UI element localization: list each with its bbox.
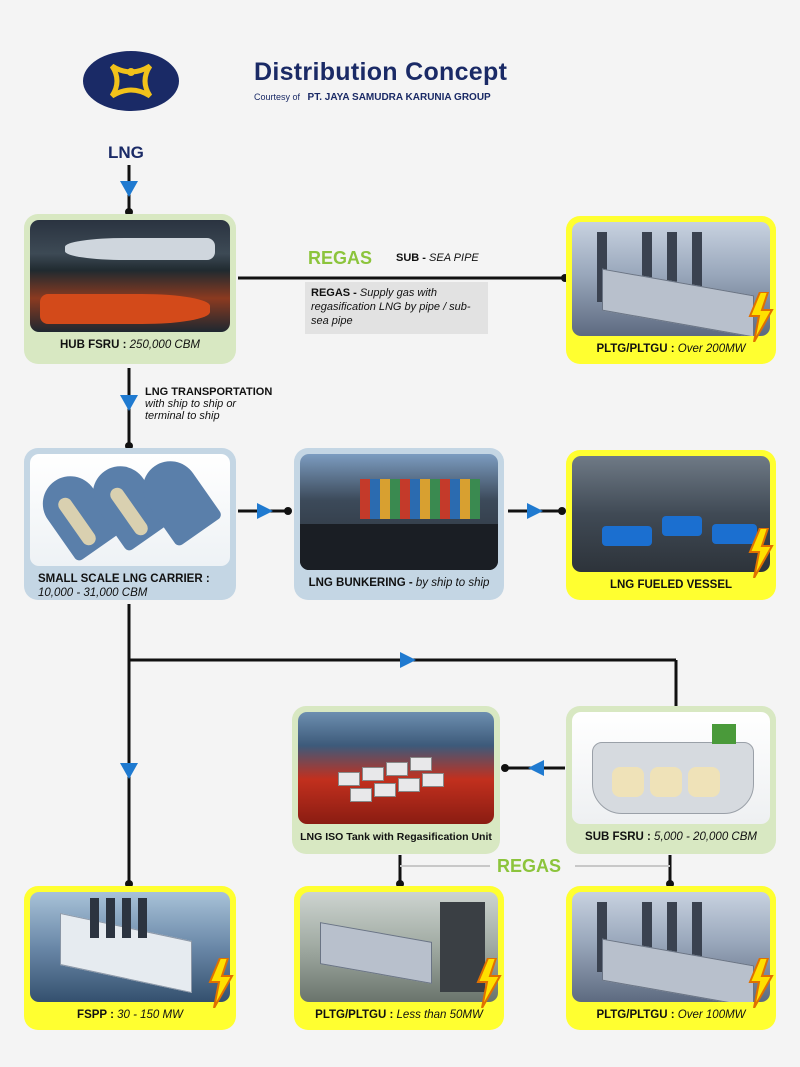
flow-arrow-icon: [120, 763, 138, 779]
pltg-over100-capacity: Over 100MW: [677, 1009, 746, 1021]
small-carrier-capacity: 10,000 - 31,000 CBM: [38, 587, 148, 599]
regas-desc-text: Supply gas with regasification LNG by pi…: [311, 287, 471, 327]
pltg-under50-photo: [300, 892, 498, 1002]
small-carrier-photo: [30, 454, 230, 566]
company-logo-icon: [82, 50, 180, 117]
hub-fsru-capacity: 250,000 CBM: [129, 339, 200, 351]
regas-top-label: REGAS: [308, 248, 373, 268]
lightning-bolt-icon: [208, 958, 234, 1008]
bunkering-caption: LNG BUNKERING - by ship to ship: [300, 570, 498, 590]
page-title: Distribution Concept: [254, 58, 508, 86]
iso-tank-photo: [298, 712, 494, 824]
transport-title: LNG TRANSPORTATION: [145, 386, 273, 398]
small-carrier-name: SMALL SCALE LNG CARRIER :: [38, 573, 210, 585]
regas-desc-title: REGAS -: [311, 287, 357, 299]
pltg-over100-name: PLTG/PLTGU :: [596, 1009, 675, 1021]
iso-tank-name: LNG ISO Tank with Regasification Unit: [300, 831, 492, 843]
sea-pipe-label: SEA PIPE: [429, 252, 479, 264]
small-carrier-card[interactable]: SMALL SCALE LNG CARRIER : 10,000 - 31,00…: [24, 448, 236, 600]
transport-line1: with ship to ship or: [145, 398, 237, 410]
flow-arrow-icon: [257, 503, 273, 519]
lightning-bolt-icon: [748, 292, 774, 342]
pltg-over200-card[interactable]: PLTG/PLTGU : Over 200MW: [566, 216, 776, 364]
iso-tank-card[interactable]: LNG ISO Tank with Regasification Unit: [292, 706, 500, 854]
sub-fsru-card[interactable]: SUB FSRU : 5,000 - 20,000 CBM: [566, 706, 776, 854]
pltg-over200-caption: PLTG/PLTGU : Over 200MW: [572, 336, 770, 356]
pltg-under50-name: PLTG/PLTGU :: [315, 1009, 394, 1021]
transport-line2: terminal to ship: [145, 410, 220, 422]
pltg-over100-card[interactable]: PLTG/PLTGU : Over 100MW: [566, 886, 776, 1030]
pltg-over200-photo: [572, 222, 770, 336]
pltg-over200-capacity: Over 200MW: [677, 343, 746, 355]
sub-fsru-name: SUB FSRU :: [585, 831, 651, 843]
sub-label: SUB -: [396, 252, 426, 264]
courtesy-line: Courtesy of PT. JAYA SAMUDRA KARUNIA GRO…: [254, 92, 491, 103]
bunkering-method: by ship to ship: [415, 577, 490, 589]
pltg-over100-photo: [572, 892, 770, 1002]
sub-sea-pipe-label: SUB - SEA PIPE: [396, 252, 479, 264]
regas-lower-label: REGAS: [497, 856, 562, 876]
fspp-caption: FSPP : 30 - 150 MW: [30, 1002, 230, 1022]
regas-description-box: REGAS - Supply gas with regasification L…: [305, 282, 488, 334]
fspp-capacity: 30 - 150 MW: [117, 1009, 183, 1021]
fspp-card[interactable]: FSPP : 30 - 150 MW: [24, 886, 236, 1030]
fspp-photo: [30, 892, 230, 1002]
flow-arrow-icon: [527, 503, 543, 519]
pltg-under50-card[interactable]: PLTG/PLTGU : Less than 50MW: [294, 886, 504, 1030]
lightning-bolt-icon: [476, 958, 502, 1008]
pltg-under50-caption: PLTG/PLTGU : Less than 50MW: [300, 1002, 498, 1022]
flow-arrow-icon: [400, 652, 416, 668]
lng-source-label: LNG: [108, 143, 144, 162]
hub-fsru-caption: HUB FSRU : 250,000 CBM: [30, 332, 230, 352]
iso-tank-caption: LNG ISO Tank with Regasification Unit: [298, 824, 494, 844]
flow-arrow-icon: [120, 395, 138, 411]
pltg-over100-caption: PLTG/PLTGU : Over 100MW: [572, 1002, 770, 1022]
sub-fsru-capacity: 5,000 - 20,000 CBM: [654, 831, 757, 843]
courtesy-prefix: Courtesy of: [254, 92, 301, 102]
courtesy-company: PT. JAYA SAMUDRA KARUNIA GROUP: [307, 92, 491, 103]
lightning-bolt-icon: [748, 528, 774, 578]
fspp-name: FSPP :: [77, 1009, 114, 1021]
hub-fsru-name: HUB FSRU :: [60, 339, 127, 351]
hub-fsru-card[interactable]: HUB FSRU : 250,000 CBM: [24, 214, 236, 364]
bunkering-card[interactable]: LNG BUNKERING - by ship to ship: [294, 448, 504, 600]
lightning-bolt-icon: [748, 958, 774, 1008]
bunkering-photo: [300, 454, 498, 570]
fueled-vessel-photo: [572, 456, 770, 572]
flow-arrow-icon: [120, 181, 138, 197]
hub-fsru-photo: [30, 220, 230, 332]
sub-fsru-photo: [572, 712, 770, 824]
fueled-vessel-caption: LNG FUELED VESSEL: [572, 572, 770, 592]
bunkering-name: LNG BUNKERING -: [308, 577, 413, 589]
sub-fsru-caption: SUB FSRU : 5,000 - 20,000 CBM: [572, 824, 770, 844]
pltg-over200-name: PLTG/PLTGU :: [596, 343, 675, 355]
flow-arrow-icon: [528, 760, 544, 776]
small-carrier-caption: SMALL SCALE LNG CARRIER : 10,000 - 31,00…: [30, 566, 230, 600]
fueled-vessel-name: LNG FUELED VESSEL: [609, 579, 733, 591]
lng-transportation-label: LNG TRANSPORTATION with ship to ship or …: [145, 386, 272, 422]
pltg-under50-capacity: Less than 50MW: [396, 1009, 483, 1021]
fueled-vessel-card[interactable]: LNG FUELED VESSEL: [566, 450, 776, 600]
